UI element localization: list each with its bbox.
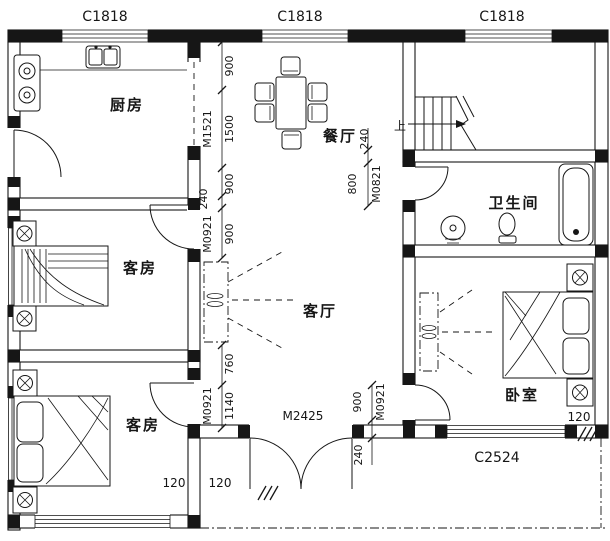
window-bottomleft-icon: [34, 515, 171, 528]
window-top-left-icon: [61, 29, 149, 43]
door-label-guest-mid: M0921: [201, 215, 214, 253]
dim-top-900: 900: [223, 56, 236, 77]
dining-set: [254, 56, 328, 150]
door-label-bedroom: M0921: [374, 383, 387, 421]
dim-stair-240: 240: [358, 129, 371, 150]
kitchen-sink-icon: [85, 45, 121, 69]
room-label-bedroom: 卧室: [505, 386, 539, 404]
window-top-right-icon: [464, 29, 553, 43]
nightstand-lamp-icon: [566, 263, 594, 292]
dim-bed-240: 240: [352, 445, 365, 466]
nightstand-lamp-icon: [566, 378, 594, 407]
nightstand-lamp-icon: [12, 220, 37, 247]
living-tv-cabinet: [203, 251, 294, 349]
guest-bottom-furniture: [12, 369, 111, 514]
stairs-up-label: 上: [394, 119, 406, 133]
door-bathroom: [414, 166, 449, 201]
dimension-chains: [217, 37, 377, 465]
guest-mid-bed: [13, 245, 109, 307]
dim-guest-mid-900: 900: [223, 224, 236, 245]
room-label-living: 客厅: [302, 302, 337, 320]
toilet-icon: [498, 212, 517, 244]
window-label-bottom: C2524: [474, 450, 519, 466]
nightstand-lamp-icon: [12, 305, 37, 332]
wall-bath-bottom: [402, 244, 609, 258]
stairs-break-line: [455, 95, 477, 151]
tv-projection-rays: [439, 289, 492, 375]
bathtub-icon: [558, 163, 594, 246]
porch-boundary: [200, 438, 608, 529]
dim-bed-900: 900: [351, 392, 364, 413]
door-label-m1521: M1521: [201, 110, 214, 148]
bedroom-furniture: [502, 263, 594, 407]
stairs-break-line2: [462, 95, 475, 118]
window-label-top-left: C1818: [82, 9, 127, 25]
room-label-guest-mid: 客房: [122, 259, 157, 277]
nightstand-lamp-icon: [12, 486, 38, 514]
dim-800: 800: [346, 174, 359, 195]
dining-chairs: [254, 56, 328, 150]
door-main-entrance: [249, 437, 353, 490]
guest-mid-furniture: [12, 220, 109, 332]
door-symbols: [13, 62, 451, 490]
window-label-top-right: C1818: [479, 9, 524, 25]
wall-piers: [8, 30, 608, 528]
wall-stairhall-left: [402, 41, 416, 151]
room-label-kitchen: 厨房: [110, 96, 144, 114]
dim-120-a: 120: [163, 476, 186, 490]
door-kitchen-side: [13, 129, 62, 178]
door-guest-mid: [149, 204, 195, 250]
wall-right: [594, 41, 609, 439]
wall-porch-vertical: [187, 437, 201, 529]
room-label-guest-bottom: 客房: [125, 416, 160, 434]
room-label-dining: 餐厅: [323, 127, 357, 145]
bedroom-tv-cabinet: [419, 289, 492, 375]
tv-projection-rays: [227, 251, 294, 349]
wall-stairhall-bottom: [402, 149, 609, 163]
kitchen-fixtures: [13, 45, 187, 112]
text-labels: C1818 C1818 C1818 C2524 厨房 餐厅 客房 客厅 卫生间 …: [82, 9, 590, 490]
door-guest-bottom: [149, 382, 195, 428]
dim-wall-240: 240: [197, 189, 210, 210]
nightstand-lamp-icon: [12, 369, 38, 397]
window-bottom-icon: [446, 425, 566, 438]
bathroom-fixtures: [440, 163, 594, 246]
stove-icon: [13, 54, 41, 112]
door-label-guest-bottom: M0921: [201, 387, 214, 425]
window-symbols: [8, 29, 566, 528]
break-marks: [257, 426, 599, 501]
dim-1140: 1140: [223, 392, 236, 420]
room-label-bathroom: 卫生间: [488, 194, 539, 212]
door-bedroom: [414, 384, 451, 421]
dim-120-b: 120: [209, 476, 232, 490]
dim-1500: 1500: [223, 115, 236, 143]
bathroom-sink-icon: [440, 215, 466, 244]
dim-mid-900: 900: [223, 174, 236, 195]
stairs-arrow-head: [456, 120, 466, 128]
wall-kitchen-bottom: [7, 197, 201, 211]
dim-760: 760: [223, 354, 236, 375]
window-top-mid-icon: [261, 29, 349, 43]
wall-openings: [7, 29, 565, 529]
dim-120-bed: 120: [568, 410, 591, 424]
wall-guest-divider: [7, 349, 201, 363]
door-label-main: M2425: [283, 409, 324, 423]
stairs: [408, 95, 477, 151]
window-label-top-mid: C1818: [277, 9, 322, 25]
dining-table: [275, 76, 307, 130]
door-label-bathroom: M0821: [370, 165, 383, 203]
